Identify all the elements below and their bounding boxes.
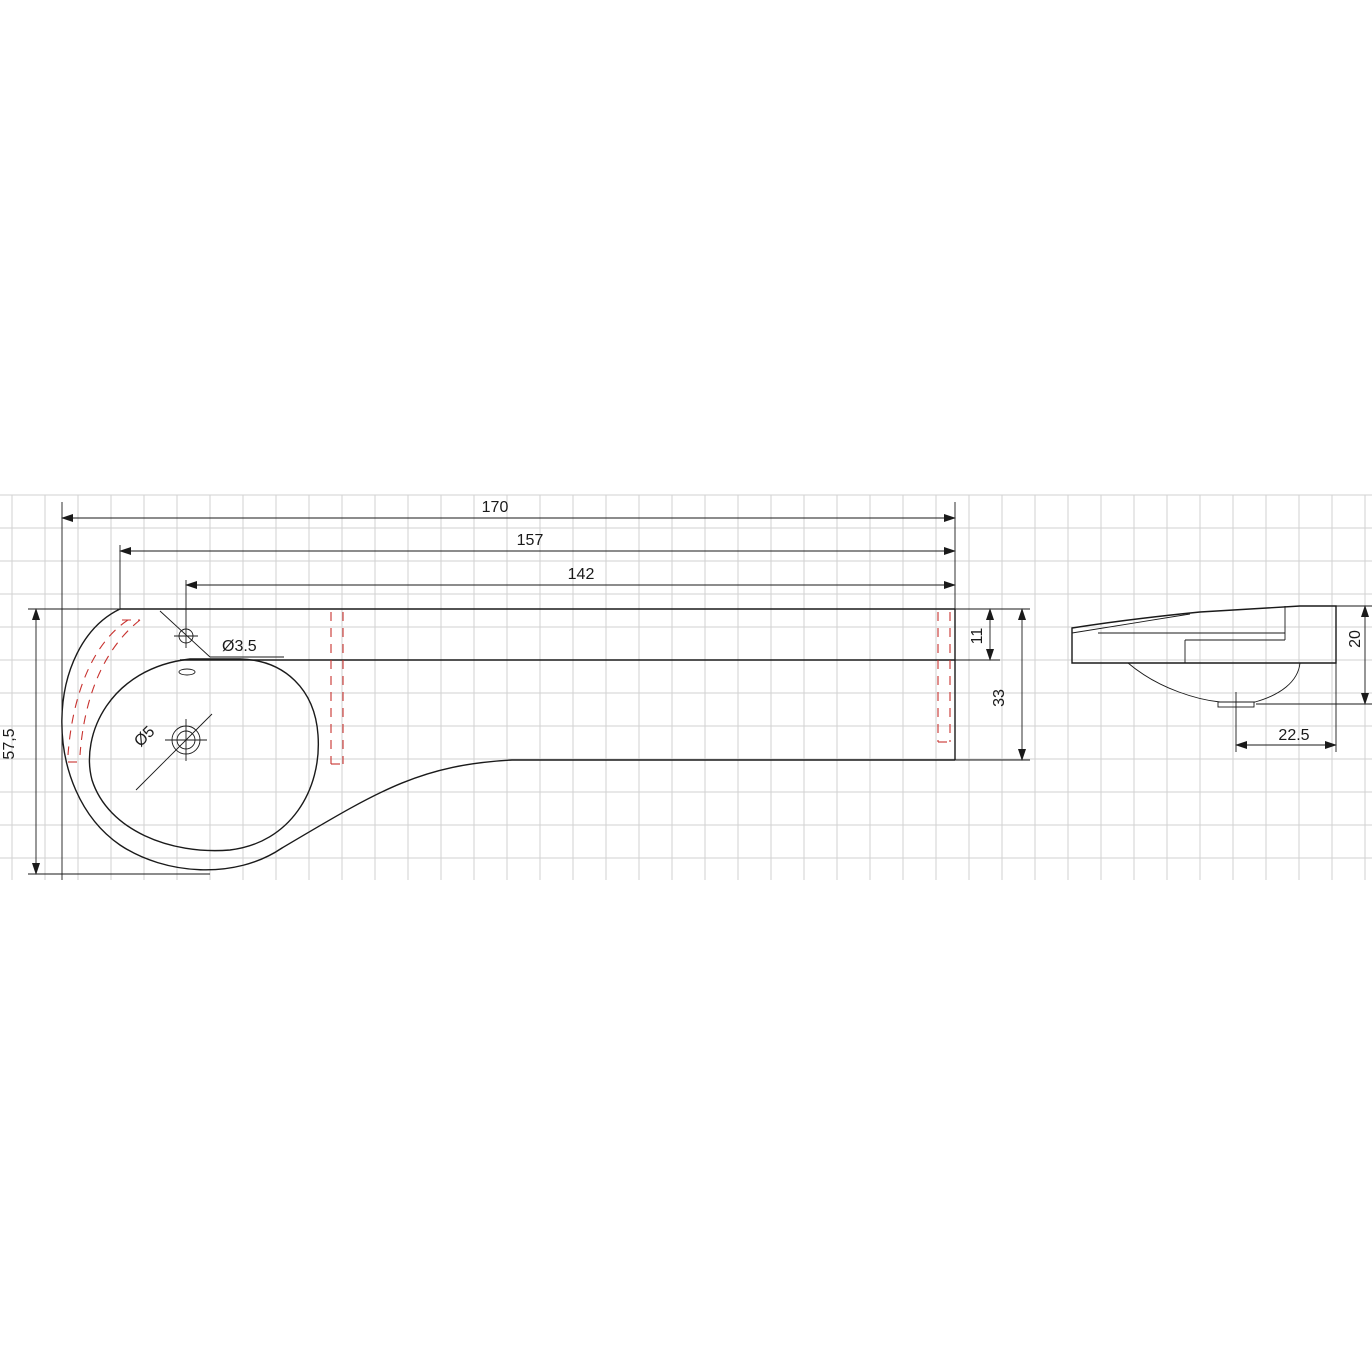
plan-dimensions: [28, 502, 1030, 880]
dim-drain: Ø5: [131, 723, 158, 750]
hidden-brackets: [67, 612, 951, 765]
dim-20: 20: [1347, 630, 1364, 648]
side-view: [1071, 605, 1337, 752]
drain-hole: [135, 713, 213, 791]
dim-170: 170: [482, 499, 509, 516]
dim-157: 157: [517, 532, 544, 549]
plan-view: [61, 608, 956, 871]
dim-11: 11: [969, 628, 986, 645]
side-dimensions: [1235, 605, 1372, 752]
dim-142: 142: [568, 566, 595, 583]
bowl-inner-outline: [88, 658, 320, 852]
dim-22-5: 22.5: [1278, 727, 1309, 744]
dim-tap-hole: Ø3.5: [222, 638, 257, 655]
background-grid: [0, 494, 1372, 880]
overflow-slot: [178, 668, 196, 676]
side-view-outline: [1071, 605, 1337, 664]
dim-33: 33: [991, 689, 1008, 707]
dim-57-5: 57,5: [1, 728, 18, 759]
basin-outer-outline: [61, 608, 955, 871]
tap-hole: [159, 610, 284, 658]
